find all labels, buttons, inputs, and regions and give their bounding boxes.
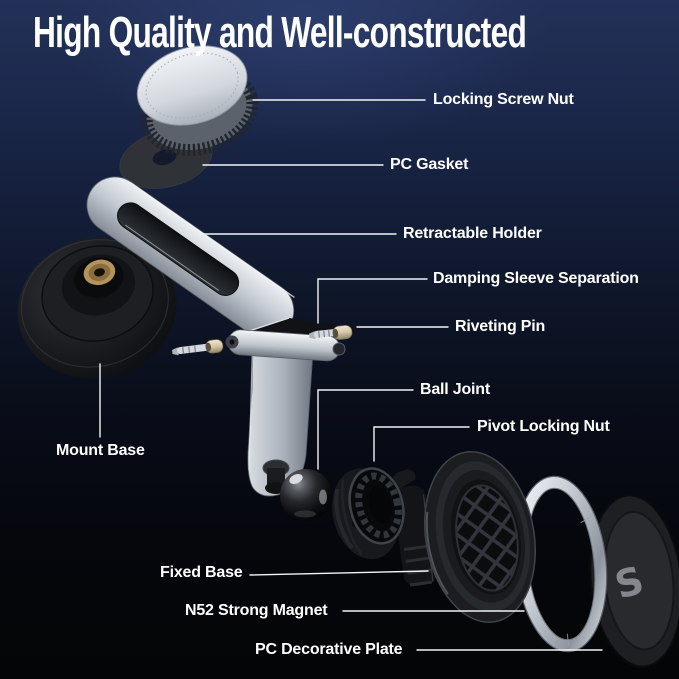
page-title: High Quality and Well-constructed bbox=[33, 8, 527, 57]
leader-line-pivot-locking-nut bbox=[373, 426, 470, 462]
label-pc-gasket: PC Gasket bbox=[390, 156, 469, 173]
riveting-pin-right-part bbox=[308, 325, 353, 340]
leader-line-fixed-base bbox=[249, 570, 429, 576]
label-pivot-locking-nut: Pivot Locking Nut bbox=[477, 418, 610, 435]
leader-line-ball-joint bbox=[317, 389, 414, 470]
label-n52-strong-magnet: N52 Strong Magnet bbox=[185, 602, 328, 619]
label-pc-decorative-plate: PC Decorative Plate bbox=[255, 641, 403, 658]
locking-screw-nut-part bbox=[136, 45, 259, 157]
fixed-base-part bbox=[392, 451, 536, 623]
label-ball-joint: Ball Joint bbox=[420, 381, 491, 398]
mount-base-part bbox=[17, 237, 177, 379]
ball-joint-part bbox=[262, 459, 332, 521]
label-fixed-base: Fixed Base bbox=[160, 564, 243, 581]
label-mount-base: Mount Base bbox=[56, 442, 145, 459]
pc-decorative-plate-part: S bbox=[589, 494, 679, 668]
label-retractable-holder: Retractable Holder bbox=[403, 225, 542, 242]
leader-lines bbox=[99, 99, 603, 651]
riveting-pin-left-part bbox=[172, 339, 224, 356]
retractable-holder-part bbox=[86, 176, 295, 339]
label-damping-sleeve-separation: Damping Sleeve Separation bbox=[433, 270, 639, 287]
label-riveting-pin: Riveting Pin bbox=[455, 318, 546, 335]
pivot-locking-nut-part bbox=[332, 467, 405, 560]
leader-line-damping-sleeve-separation bbox=[317, 278, 428, 324]
label-locking-screw-nut: Locking Screw Nut bbox=[433, 91, 574, 108]
